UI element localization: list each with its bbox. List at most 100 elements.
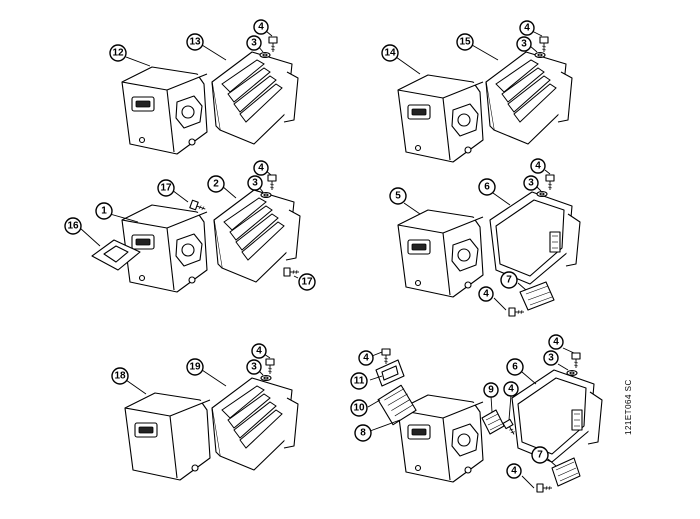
callout-3: 3 — [247, 175, 263, 191]
group-bottom-right — [367, 347, 603, 493]
screw-4 — [536, 483, 553, 493]
washer-3 — [534, 51, 546, 59]
group-bottom-left — [124, 353, 299, 481]
callout-4: 4 — [548, 334, 564, 350]
drawing-code-label: 121ET064 SC — [624, 379, 633, 435]
svg-text:4: 4 — [363, 353, 369, 364]
callout-6: 6 — [478, 178, 496, 196]
callout-6: 6 — [506, 358, 524, 376]
group-middle-right — [397, 169, 581, 317]
svg-text:19: 19 — [189, 362, 201, 373]
callout-4: 4 — [253, 160, 269, 176]
svg-text:7: 7 — [537, 450, 543, 461]
svg-text:3: 3 — [252, 178, 258, 189]
svg-text:4: 4 — [508, 384, 514, 395]
cover-6 — [489, 191, 581, 285]
svg-text:4: 4 — [483, 289, 489, 300]
svg-text:4: 4 — [535, 161, 541, 172]
washer-3 — [260, 374, 272, 382]
svg-text:4: 4 — [258, 22, 264, 33]
screw-4 — [545, 174, 555, 191]
callout-17: 17 — [157, 179, 175, 197]
screw-4 — [508, 307, 525, 317]
svg-text:3: 3 — [521, 39, 527, 50]
screw-4 — [381, 348, 391, 365]
svg-text:16: 16 — [67, 221, 79, 232]
callout-7: 7 — [500, 271, 518, 289]
callout-3: 3 — [246, 35, 262, 51]
cover-19 — [211, 377, 299, 471]
callout-17: 17 — [298, 273, 316, 291]
cover-6 — [511, 369, 603, 463]
washer-3 — [259, 51, 271, 59]
screw-4 — [265, 358, 275, 375]
callout-4: 4 — [530, 158, 546, 174]
callout-1: 1 — [95, 202, 113, 220]
muffler-18 — [124, 392, 211, 481]
callout-13: 13 — [186, 33, 204, 51]
screw-17 — [283, 267, 300, 277]
callout-3: 3 — [246, 359, 262, 375]
muffler-14 — [397, 74, 484, 163]
callouts: 12 13 4 3 14 15 4 3 1 2 16 17 17 4 3 5 6… — [64, 19, 564, 479]
svg-text:3: 3 — [528, 178, 534, 189]
callout-9: 9 — [483, 382, 499, 398]
svg-text:4: 4 — [256, 346, 262, 357]
svg-text:4: 4 — [258, 163, 264, 174]
svg-text:15: 15 — [459, 37, 471, 48]
svg-text:6: 6 — [512, 362, 518, 373]
svg-text:3: 3 — [251, 362, 257, 373]
svg-text:11: 11 — [354, 376, 365, 387]
svg-text:5: 5 — [395, 191, 401, 202]
callout-15: 15 — [456, 33, 474, 51]
group-middle-left — [79, 169, 301, 293]
callout-7: 7 — [531, 446, 549, 464]
svg-text:17: 17 — [160, 183, 172, 194]
screw-4 — [268, 36, 278, 53]
deflector-11 — [375, 359, 405, 387]
callout-4: 4 — [253, 19, 269, 35]
svg-text:10: 10 — [353, 403, 365, 414]
group-top-right — [395, 30, 573, 163]
svg-text:4: 4 — [511, 466, 517, 477]
screw-4 — [539, 36, 549, 53]
callout-4: 4 — [358, 350, 374, 366]
washer-3 — [566, 369, 578, 377]
svg-text:2: 2 — [213, 179, 219, 190]
callout-3: 3 — [523, 175, 539, 191]
callout-4: 4 — [251, 343, 267, 359]
callout-12: 12 — [109, 44, 127, 62]
callout-3: 3 — [543, 350, 559, 366]
callout-2: 2 — [207, 175, 225, 193]
group-top-left — [121, 30, 299, 155]
callout-16: 16 — [64, 217, 82, 235]
svg-text:9: 9 — [488, 385, 494, 396]
spark-arrestor-9 — [481, 409, 505, 435]
cover-13 — [211, 51, 299, 145]
screw-4 — [267, 174, 277, 191]
callout-5: 5 — [389, 187, 407, 205]
svg-text:7: 7 — [506, 275, 512, 286]
svg-text:4: 4 — [524, 23, 530, 34]
callout-19: 19 — [186, 358, 204, 376]
svg-text:14: 14 — [384, 48, 396, 59]
muffler-12 — [121, 66, 208, 155]
gasket-16 — [91, 239, 141, 271]
callout-4: 4 — [478, 286, 494, 302]
svg-text:17: 17 — [301, 277, 313, 288]
svg-text:3: 3 — [251, 38, 257, 49]
svg-text:18: 18 — [114, 371, 126, 382]
callout-4: 4 — [503, 381, 519, 397]
plate-7 — [519, 281, 555, 311]
svg-text:4: 4 — [553, 337, 559, 348]
washer-3 — [260, 191, 272, 199]
muffler-5 — [397, 209, 484, 298]
callout-10: 10 — [350, 399, 368, 417]
callout-4: 4 — [519, 20, 535, 36]
svg-text:3: 3 — [548, 353, 554, 364]
muffler-1 — [121, 204, 208, 293]
cover-15 — [485, 51, 573, 145]
svg-text:8: 8 — [360, 428, 366, 439]
svg-text:13: 13 — [189, 37, 201, 48]
